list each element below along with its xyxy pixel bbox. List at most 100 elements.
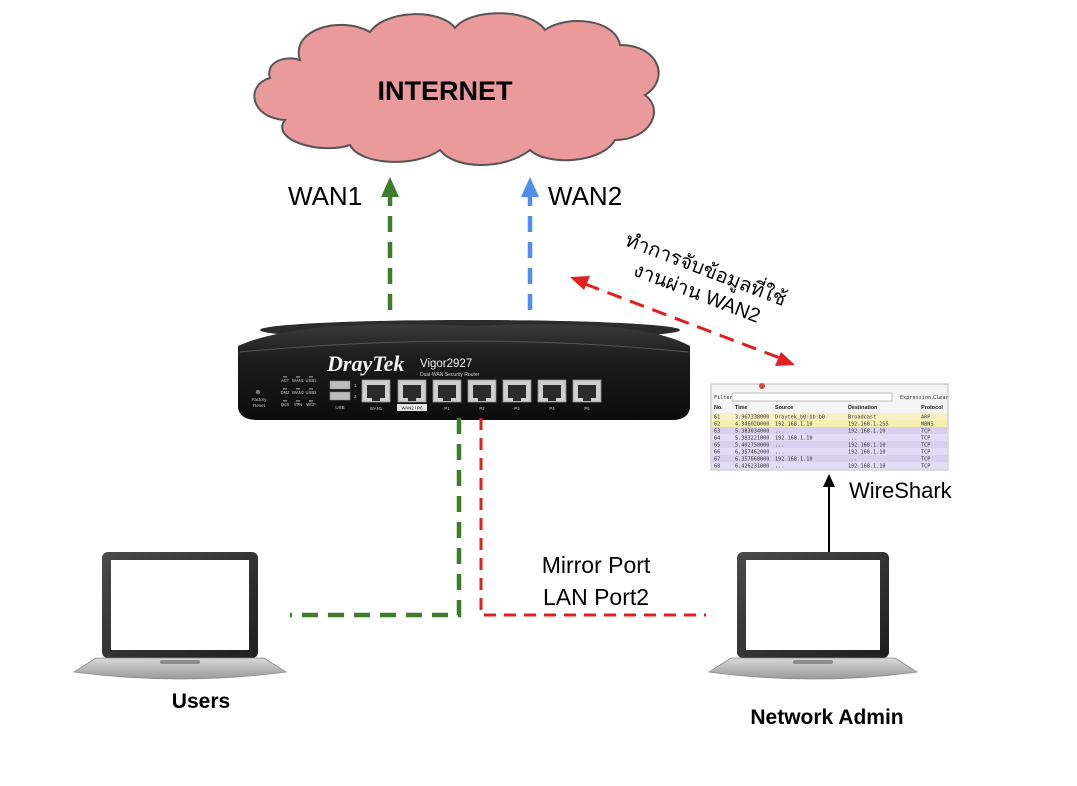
wireshark-cell: 192.168.1.10: [775, 457, 812, 463]
wireshark-cell: 64: [714, 436, 720, 442]
wireshark-cell: ...: [775, 450, 784, 456]
led-label: WCF: [306, 402, 316, 407]
led-indicator: [309, 400, 313, 402]
wireshark-column-header: Time: [735, 405, 747, 411]
wireshark-indicator: [759, 383, 765, 389]
wireshark-row[interactable]: [712, 413, 947, 420]
wireshark-row[interactable]: [712, 448, 947, 455]
wireshark-cell: Broadcast: [848, 415, 876, 421]
ethernet-port-label: P1: [444, 406, 450, 411]
wireshark-filter-input[interactable]: [731, 392, 893, 402]
users-laptop-base: [72, 657, 288, 680]
router: DrayTek Vigor2927 Dual-WAN Security Rout…: [238, 320, 690, 420]
wan1-link: WAN1: [288, 177, 399, 310]
admin-laptop-notch: [793, 660, 833, 664]
ethernet-port-label: P3: [514, 406, 520, 411]
ethernet-port-label: P5: [584, 406, 590, 411]
wireshark-expression-button[interactable]: Expression...: [900, 395, 941, 401]
ethernet-port-clip: [372, 398, 380, 401]
ethernet-port-label: P4: [549, 406, 555, 411]
ethernet-port-label: P2: [479, 406, 485, 411]
wireshark-cell: 65: [714, 443, 720, 449]
led-label: USB2: [306, 390, 318, 395]
ethernet-port-label-box: [397, 404, 427, 411]
wireshark-cell: 192.168.1.10: [848, 429, 885, 435]
wireshark-row[interactable]: [712, 434, 947, 441]
router-model: Vigor2927: [420, 358, 472, 370]
ethernet-port-socket: [543, 385, 561, 398]
wireshark-row[interactable]: [712, 420, 947, 427]
wireshark-cell: TCP: [921, 457, 930, 463]
wireshark-cell: 192.168.1.10: [848, 450, 885, 456]
usb-port-2: [329, 391, 351, 401]
wireshark-cell: 192.168.1.10: [775, 422, 812, 428]
wireshark-cell: 192.168.1.255: [848, 422, 889, 428]
users-line: [290, 418, 462, 618]
wireshark-cell: 192.168.1.10: [848, 464, 885, 470]
wireshark-cell: 61: [714, 415, 720, 421]
router-brand: DrayTek: [326, 351, 404, 376]
wireshark-cell: ARP: [921, 415, 930, 421]
wireshark-cell: 68: [714, 464, 720, 470]
reset-label: Reset: [253, 403, 266, 408]
wireshark-row[interactable]: [712, 455, 947, 462]
mirror-label-line1: Mirror Port: [542, 552, 651, 578]
ethernet-port-clip: [478, 398, 486, 401]
usb-num-1: 1: [354, 383, 357, 388]
wireshark-column-header: No.: [714, 405, 723, 411]
wireshark-column-header: Source: [775, 405, 793, 411]
wireshark-row[interactable]: [712, 427, 947, 434]
wireshark-cell: TCP: [921, 436, 930, 442]
mirror-label-line2: LAN Port2: [543, 584, 649, 610]
wireshark-cell: 62: [714, 422, 720, 428]
usb-port-1: [329, 380, 351, 390]
admin-laptop-base: [707, 657, 919, 680]
wan2-link: WAN2: [521, 177, 622, 310]
wireshark-filter-label: Filter:: [714, 395, 736, 401]
led-indicator: [296, 376, 300, 378]
wireshark-cell: 5.402758000: [735, 443, 769, 449]
ethernet-port-clip: [408, 398, 416, 401]
cloud-shape: [253, 12, 660, 166]
wireshark-cell: TCP: [921, 450, 930, 456]
led-label: USB1: [306, 378, 318, 383]
router-subtitle: Dual-WAN Security Router: [420, 372, 480, 378]
wireshark-screenshot: Filter: Expression... Clear No. Time Sourc…: [710, 383, 949, 471]
wan1-arrowhead: [381, 177, 399, 197]
wireshark-cell: 67: [714, 457, 720, 463]
wireshark-clear-button[interactable]: Clear: [933, 395, 949, 401]
ethernet-port-socket: [473, 385, 491, 398]
ethernet-port-socket: [438, 385, 456, 398]
wireshark-row[interactable]: [712, 462, 947, 469]
wireshark-cell: 5.383034000: [735, 429, 769, 435]
wireshark-column-header: Destination: [848, 405, 877, 411]
admin-laptop-screen: [746, 560, 880, 650]
ethernet-port-clip: [513, 398, 521, 401]
led-indicator: [309, 376, 313, 378]
mirror-link: Mirror Port LAN Port2: [479, 418, 706, 617]
led-indicator: [283, 388, 287, 390]
led-indicator: [296, 388, 300, 390]
usb-label: USB: [335, 405, 344, 410]
led-indicator: [283, 400, 287, 402]
wireshark-cell: 192.168.1.10: [775, 436, 812, 442]
ethernet-port-socket: [367, 385, 385, 398]
wireshark-cell: 6.426231000: [735, 464, 769, 470]
internet-cloud: INTERNET: [253, 12, 660, 166]
users-laptop: Users: [72, 552, 288, 713]
router-edge-highlight: [239, 340, 689, 353]
users-laptop-notch: [160, 660, 200, 664]
ethernet-port-clip: [548, 398, 556, 401]
wireshark-row[interactable]: [712, 441, 947, 448]
wireshark-cell: 6.357668000: [735, 457, 769, 463]
led-label: QoS: [281, 402, 290, 407]
wireshark-cell: ...: [775, 429, 784, 435]
wireshark-cell: 63: [714, 429, 720, 435]
wireshark-cell: 6.357462000: [735, 450, 769, 456]
users-link: [290, 418, 462, 618]
wan2-label: WAN2: [548, 181, 622, 211]
wireshark-cell: TCP: [921, 464, 930, 470]
